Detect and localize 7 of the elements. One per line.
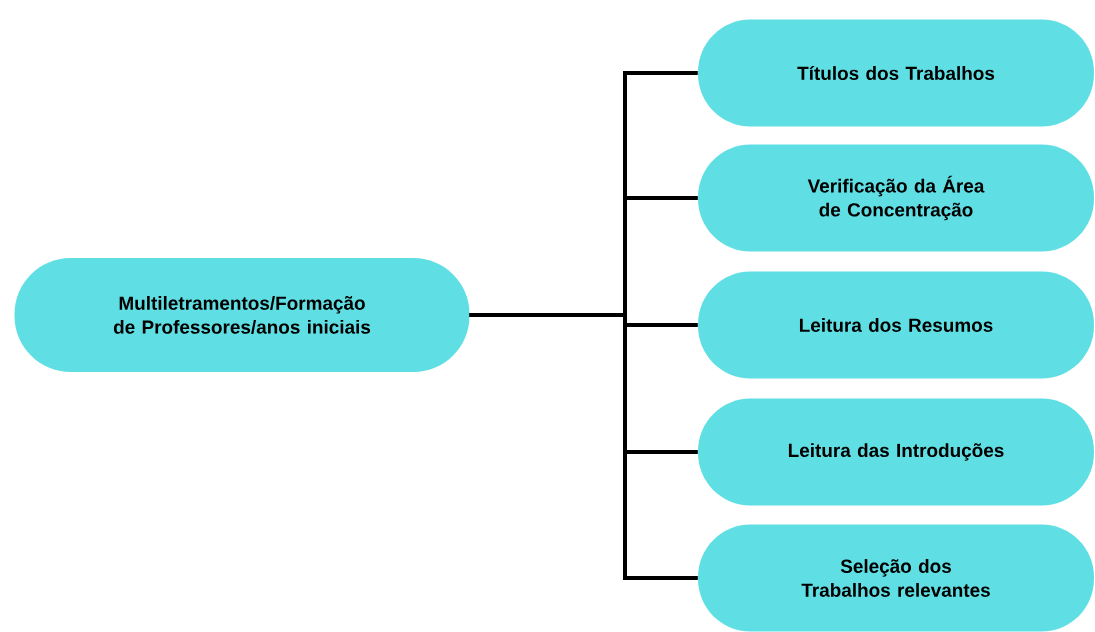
connector-line bbox=[469, 313, 698, 580]
rounded-box: Seleção dos Trabalhos relevantes bbox=[698, 524, 1094, 632]
rounded-box: Leitura das Introduções bbox=[698, 398, 1094, 506]
rounded-box: Títulos dos Trabalhos bbox=[698, 19, 1094, 127]
rounded-box: Verificação da Área de Concentração bbox=[698, 144, 1094, 252]
rounded-box: Multiletramentos/Formação de Professores/anos iniciais bbox=[14, 258, 470, 372]
rounded-box: Leitura dos Resumos bbox=[698, 271, 1094, 379]
